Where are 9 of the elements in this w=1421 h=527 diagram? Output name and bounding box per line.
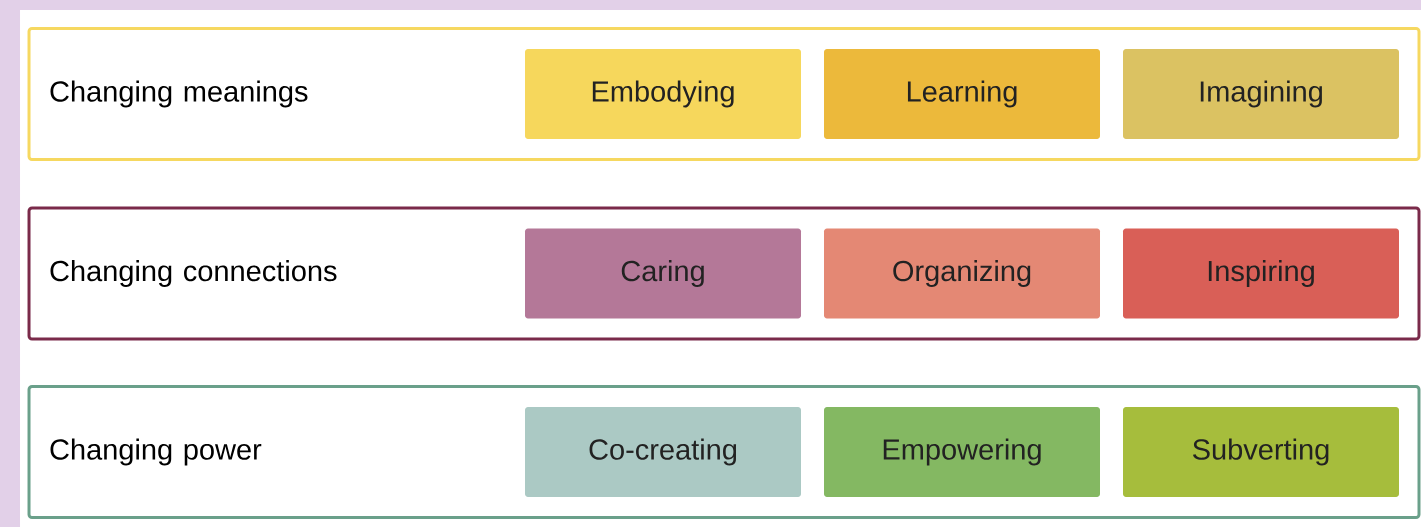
item-box: Embodying bbox=[525, 49, 801, 139]
item-box: Inspiring bbox=[1123, 228, 1399, 319]
item-box: Caring bbox=[525, 228, 801, 319]
item-box: Empowering bbox=[824, 407, 1100, 497]
item-box: Organizing bbox=[824, 228, 1100, 319]
item-box: Learning bbox=[824, 49, 1100, 139]
item-box: Subverting bbox=[1123, 407, 1399, 497]
item-box: Imagining bbox=[1123, 49, 1399, 139]
item-box: Co-creating bbox=[525, 407, 801, 497]
